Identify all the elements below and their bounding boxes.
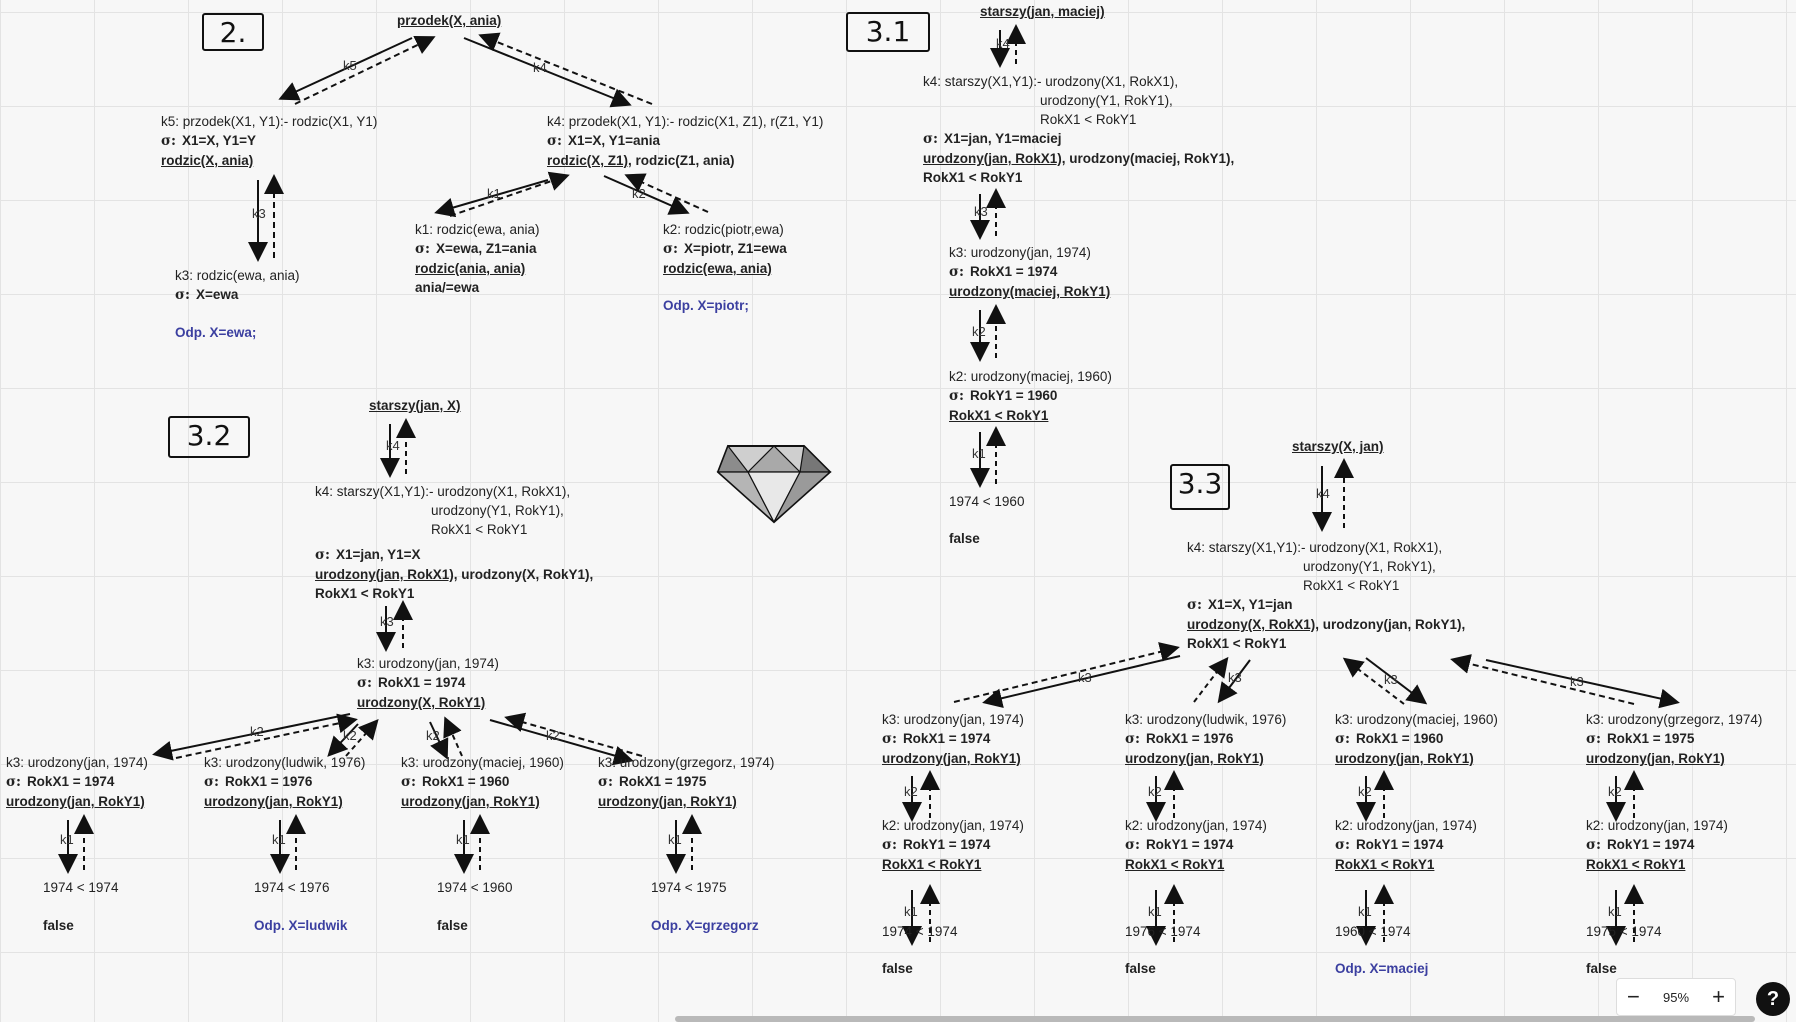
s2-left-child-node: k3: rodzic(ewa, ania) σ:X=ewa Odp. X=ewa…	[175, 268, 300, 340]
edge-label-k1: k1	[972, 446, 986, 461]
s2-rc2-node: k2: rodzic(piotr,ewa) σ:X=piotr, Z1=ewa …	[663, 222, 787, 313]
zoom-in-button[interactable]: +	[1712, 984, 1725, 1009]
edge-label-k5: k5	[343, 58, 357, 73]
s2-left-goal: rodzic(X, ania)	[161, 153, 254, 168]
edge-label-k4: k4	[386, 438, 400, 453]
edge-label-k3: k3	[1228, 670, 1242, 685]
edge-label-k1: k1	[272, 832, 286, 847]
edge-label-k2: k2	[904, 784, 918, 799]
s33-root-query: starszy(X, jan)	[1292, 439, 1384, 454]
edge-label-k2: k2	[546, 728, 560, 743]
edge-label-k1: k1	[904, 904, 918, 919]
s31-rule-node: k4: starszy(X1,Y1):- urodzony(X1, RokX1)…	[923, 74, 1235, 185]
arrow-s2-k5-up	[294, 35, 436, 105]
arrow-s2-k4-up	[478, 32, 653, 105]
s32-leaf-3-cmp: 1974 < 1960	[437, 880, 513, 895]
s32-leaf-1-cmp: 1974 < 1974	[43, 880, 119, 895]
s31-n4: 1974 < 1960 false	[949, 494, 1025, 546]
s32-leaf-2-cmp: 1974 < 1976	[254, 880, 330, 895]
section-label-2: 2.	[202, 13, 264, 51]
s33-leaf-3: k3: urodzony(maciej, 1960) σ:RokX1 = 196…	[1335, 712, 1498, 976]
s32-leaf-2: k3: urodzony(ludwik, 1976) σ:RokX1 = 197…	[204, 755, 366, 809]
s33-leaf-2: k3: urodzony(ludwik, 1976) σ:RokX1 = 197…	[1125, 712, 1287, 976]
s33-vertical-arrows	[902, 770, 1644, 946]
edge-label-k1: k1	[1358, 904, 1372, 919]
edge-label-k3: k3	[1384, 672, 1398, 687]
edge-label-k2: k2	[972, 324, 986, 339]
s31-root-query: starszy(jan, maciej)	[980, 4, 1105, 19]
edge-label-k2: k2	[343, 728, 357, 743]
s2-right-node: k4: przodek(X1, Y1):- rodzic(X1, Z1), r(…	[547, 114, 824, 168]
edge-label-k4: k4	[533, 60, 547, 75]
s32-leaf-4-cmp: 1974 < 1975	[651, 880, 727, 895]
section-label-3-1: 3.1	[846, 12, 930, 52]
s33-rule-node: k4: starszy(X1,Y1):- urodzony(X1, RokX1)…	[1187, 540, 1466, 651]
s32-root-query: starszy(jan, X)	[369, 398, 461, 413]
s32-leaf-1: k3: urodzony(jan, 1974) σ:RokX1 = 1974 u…	[6, 755, 148, 809]
edge-label-k1: k1	[60, 832, 74, 847]
s2-root-query: przodek(X, ania)	[397, 13, 502, 28]
edge-label-k3: k3	[974, 204, 988, 219]
s31-n2: k3: urodzony(jan, 1974) σ:RokX1 = 1974 u…	[949, 245, 1111, 299]
edge-label-k1: k1	[487, 186, 501, 201]
edge-label-k2: k2	[1358, 784, 1372, 799]
s32-answer-ludwik: Odp. X=ludwik	[254, 918, 348, 933]
s32-leaf-4: k3: urodzony(grzegorz, 1974) σ:RokX1 = 1…	[598, 755, 775, 809]
edge-label-k3: k3	[1078, 670, 1092, 685]
s2-left-rule: k5: przodek(X1, Y1):- rodzic(X1, Y1)	[161, 114, 378, 129]
zoom-out-button[interactable]: −	[1627, 984, 1640, 1009]
arrow-s2-k2-down	[603, 175, 690, 215]
zoom-control: − 95% +	[1616, 978, 1736, 1016]
edge-label-k1: k1	[1608, 904, 1622, 919]
edge-label-k2: k2	[1148, 784, 1162, 799]
s32-n2: k3: urodzony(jan, 1974) σ:RokX1 = 1974 u…	[357, 656, 499, 710]
s31-n3: k2: urodzony(maciej, 1960) σ:RokY1 = 196…	[949, 369, 1112, 423]
edge-label-k1: k1	[456, 832, 470, 847]
s2-rc1-node: k1: rodzic(ewa, ania) σ:X=ewa, Z1=ania r…	[415, 222, 540, 295]
edge-label-k4: k4	[1316, 486, 1330, 501]
edge-label-k2: k2	[1608, 784, 1622, 799]
s33-answer-maciej: Odp. X=maciej	[1335, 961, 1429, 976]
diamond-icon	[716, 444, 832, 524]
edge-label-k1: k1	[1148, 904, 1162, 919]
sigma-symbol: σ:	[161, 133, 176, 149]
edge-label-k3: k3	[1570, 674, 1584, 689]
s2-answer-ewa: Odp. X=ewa;	[175, 325, 257, 340]
arrow-s2-k5-down	[278, 37, 413, 101]
arrow-s2-k1-up	[449, 171, 570, 217]
arrow-s2-k2-up	[624, 173, 709, 213]
edge-label-k2: k2	[632, 186, 646, 201]
s32-leaf-3: k3: urodzony(maciej, 1960) σ:RokX1 = 196…	[401, 755, 564, 809]
s32-leaf-1-result: false	[43, 918, 74, 933]
zoom-level: 95%	[1662, 989, 1690, 1005]
s2-left-node: k5: przodek(X1, Y1):- rodzic(X1, Y1) σ:X…	[161, 114, 378, 168]
s32-answer-grzegorz: Odp. X=grzegorz	[651, 918, 759, 933]
s33-leaf-1: k3: urodzony(jan, 1974) σ:RokX1 = 1974 u…	[882, 712, 1024, 976]
edge-label-k4: k4	[996, 36, 1010, 51]
help-button[interactable]: ?	[1756, 982, 1790, 1016]
edge-label-k3: k3	[380, 614, 394, 629]
edge-label-k2: k2	[426, 728, 440, 743]
horizontal-scrollbar[interactable]	[675, 1016, 1755, 1022]
s33-leaf-4: k3: urodzony(grzegorz, 1974) σ:RokX1 = 1…	[1586, 712, 1763, 976]
edge-label-k2: k2	[250, 724, 264, 739]
s32-leaf-3-result: false	[437, 918, 468, 933]
section-label-3-3: 3.3	[1170, 464, 1230, 510]
arrow-s2-k1-down	[434, 179, 549, 218]
s32-rule-node: k4: starszy(X1,Y1):- urodzony(X1, RokX1)…	[315, 484, 594, 601]
s2-answer-piotr: Odp. X=piotr;	[663, 298, 749, 313]
edge-label-k1: k1	[668, 832, 682, 847]
edge-label-k3: k3	[252, 206, 266, 221]
section-label-3-2: 3.2	[168, 416, 250, 458]
